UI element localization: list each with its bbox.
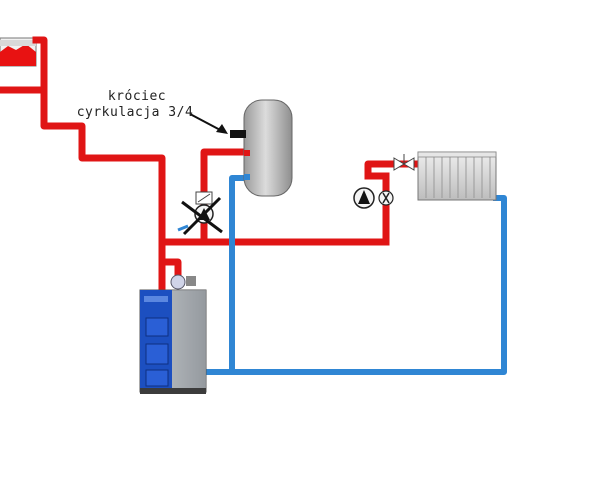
radiator-valve-icon bbox=[393, 154, 415, 171]
annotation-line-2: cyrkulacja 3/4 bbox=[76, 105, 194, 120]
supply-pipes bbox=[0, 36, 422, 296]
three-way-valve-icon bbox=[177, 191, 223, 236]
return-pipes bbox=[201, 175, 507, 375]
expansion-vessel-icon bbox=[0, 37, 37, 67]
hot-water-tank-icon bbox=[230, 99, 293, 197]
annotation-line-1: króciec bbox=[107, 89, 167, 104]
radiator-icon bbox=[417, 151, 497, 201]
solid-fuel-boiler-icon bbox=[139, 274, 207, 394]
annotation-arrow bbox=[189, 113, 228, 134]
circulation-pump-icon bbox=[353, 187, 394, 209]
